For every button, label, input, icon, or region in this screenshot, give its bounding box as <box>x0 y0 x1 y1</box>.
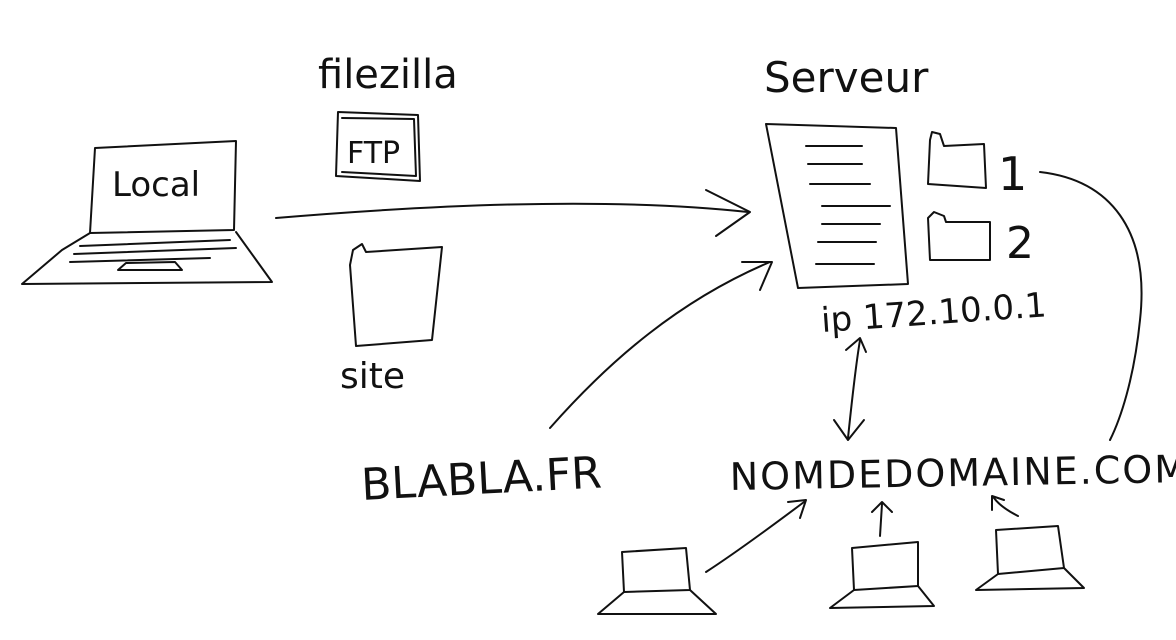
site-folder: site <box>340 243 443 397</box>
local-laptop: Local <box>21 140 273 285</box>
folder-1-label: 1 <box>998 147 1027 201</box>
domain-label: NOMDEDOMAINE.COM <box>729 447 1176 499</box>
serveur-label: Serveur <box>764 53 929 102</box>
domain-group: NOMDEDOMAINE.COM <box>729 447 1176 499</box>
ftp-label: FTP <box>347 136 400 171</box>
folder-1-icon <box>927 131 987 189</box>
folder-icon <box>349 243 443 347</box>
local-label: Local <box>112 165 200 205</box>
dns-link <box>833 337 867 441</box>
folder-domain-curve <box>1039 171 1143 441</box>
upload-arrow <box>275 189 751 237</box>
client-laptop-1 <box>597 499 807 615</box>
filezilla-group: filezilla FTP <box>318 52 458 182</box>
blabla-label: BLABLA.FR <box>360 447 603 511</box>
filezilla-label: filezilla <box>318 52 458 98</box>
serveur-group: Serveur 1 2 ip 172.10.0.1 <box>764 53 1048 341</box>
server-document <box>765 123 909 289</box>
site-label: site <box>340 356 405 397</box>
ip-label: ip 172.10.0.1 <box>820 285 1048 341</box>
folder-2-label: 2 <box>1006 218 1034 269</box>
client-laptop-3 <box>975 495 1085 591</box>
client-laptop-2 <box>829 501 935 609</box>
folder-2-icon <box>927 211 991 261</box>
blabla-group: BLABLA.FR <box>360 261 773 511</box>
